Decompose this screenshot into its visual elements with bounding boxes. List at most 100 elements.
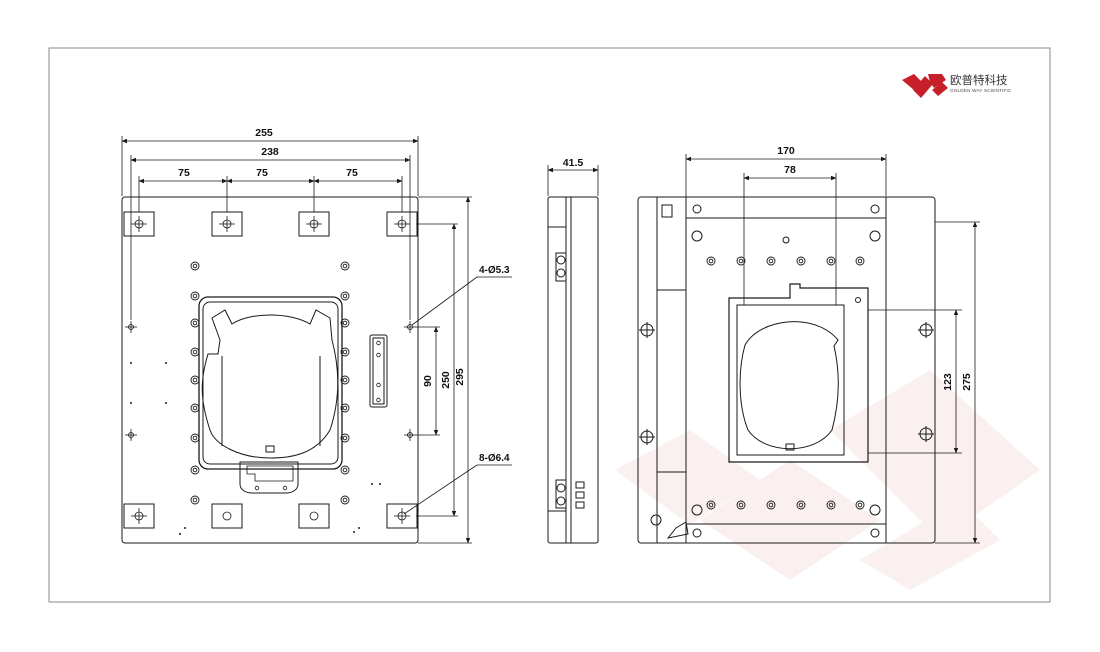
screw-head (766, 256, 776, 266)
side-bracket (369, 334, 388, 408)
side-view (547, 165, 599, 544)
screw-head-inner (857, 258, 863, 264)
screw-head-inner (342, 263, 348, 269)
screw-head (190, 291, 200, 301)
screw-head (340, 291, 350, 301)
large-hole-crosshairs (131, 216, 410, 524)
central-window-inner (202, 301, 339, 465)
side-outline (547, 196, 599, 544)
front-handle (239, 461, 299, 494)
dim-v-123: 123 (942, 373, 954, 391)
screw-head-inner (342, 497, 348, 503)
logo-name-cn: 欧普特科技 (950, 73, 1008, 87)
screw-head-inner (342, 405, 348, 411)
note-large-holes: 8-Ø6.4 (479, 453, 510, 464)
screw-head (340, 495, 350, 505)
screw-head (190, 375, 200, 385)
screw-head-inner (192, 467, 198, 473)
screw-head-inner (192, 293, 198, 299)
screw-head (796, 256, 806, 266)
screw-head (340, 375, 350, 385)
screw-head (190, 261, 200, 271)
central-window-outer (198, 296, 343, 470)
front-view (121, 196, 419, 544)
screw-head-inner (342, 349, 348, 355)
border-frame (48, 47, 1051, 603)
screw-head (340, 347, 350, 357)
rear-view (637, 196, 936, 544)
watermark-logo (615, 370, 1040, 590)
screw-head-inner (798, 502, 804, 508)
screw-head-inner (192, 497, 198, 503)
rear-screw-rows (706, 256, 865, 510)
screw-head (190, 433, 200, 443)
screw-head-inner (708, 258, 714, 264)
front-handle-inner (246, 465, 294, 482)
screw-head (766, 500, 776, 510)
screw-head (706, 500, 716, 510)
dim-v-275: 275 (961, 373, 973, 391)
screw-head-inner (342, 293, 348, 299)
screw-head-inner (192, 320, 198, 326)
screw-head-inner (828, 502, 834, 508)
dim-width-170: 170 (777, 145, 795, 157)
front-dimensions (121, 136, 512, 544)
screw-head (340, 433, 350, 443)
screw-head-inner (708, 502, 714, 508)
screw-head (340, 465, 350, 475)
screw-head-inner (192, 435, 198, 441)
dim-v-250: 250 (440, 371, 452, 389)
screw-head-inner (192, 349, 198, 355)
screw-head (826, 256, 836, 266)
screw-head-inner (192, 377, 198, 383)
rear-dimensions (685, 154, 980, 544)
screw-head (826, 500, 836, 510)
screw-head-inner (738, 502, 744, 508)
dim-total-width: 255 (255, 127, 273, 139)
rear-outline (637, 196, 936, 544)
screw-head-inner (342, 435, 348, 441)
screw-head (190, 403, 200, 413)
dim-v-90: 90 (422, 375, 434, 387)
screw-head-inner (828, 258, 834, 264)
screw-head-inner (342, 467, 348, 473)
window-tab (265, 445, 275, 453)
front-plate-outline (121, 196, 419, 544)
screw-head-inner (342, 377, 348, 383)
tiny-dots (130, 362, 381, 535)
dim-hole-span: 238 (261, 146, 279, 158)
screw-head (340, 403, 350, 413)
screw-head-inner (768, 258, 774, 264)
dim-pitch-1: 75 (178, 167, 190, 179)
screw-head (190, 318, 200, 328)
logo-mark-icon (902, 74, 948, 98)
screw-head (855, 500, 865, 510)
screw-head (340, 318, 350, 328)
screw-head-inner (798, 258, 804, 264)
screw-head (855, 256, 865, 266)
screw-head (190, 347, 200, 357)
note-small-holes: 4-Ø5.3 (479, 265, 510, 276)
screw-head (190, 465, 200, 475)
screw-head (190, 495, 200, 505)
wafer-holder (201, 309, 339, 459)
dim-thickness: 41.5 (563, 157, 584, 169)
small-holes (125, 321, 416, 441)
screw-head-inner (192, 405, 198, 411)
side-bracket-inner (372, 337, 385, 405)
screw-columns (190, 261, 350, 505)
screw-head (340, 261, 350, 271)
screw-head (736, 500, 746, 510)
dim-pitch-3: 75 (346, 167, 358, 179)
screw-head (736, 256, 746, 266)
logo-name-en: GOLDEN WAY SCIENTIFIC (950, 88, 1012, 93)
dim-v-295: 295 (454, 368, 466, 386)
company-logo: 欧普特科技 GOLDEN WAY SCIENTIFIC (902, 73, 1012, 98)
dim-width-78: 78 (784, 164, 796, 176)
screw-head-inner (857, 502, 863, 508)
screw-head (706, 256, 716, 266)
screw-head-inner (342, 320, 348, 326)
screw-head-inner (738, 258, 744, 264)
screw-head (796, 500, 806, 510)
